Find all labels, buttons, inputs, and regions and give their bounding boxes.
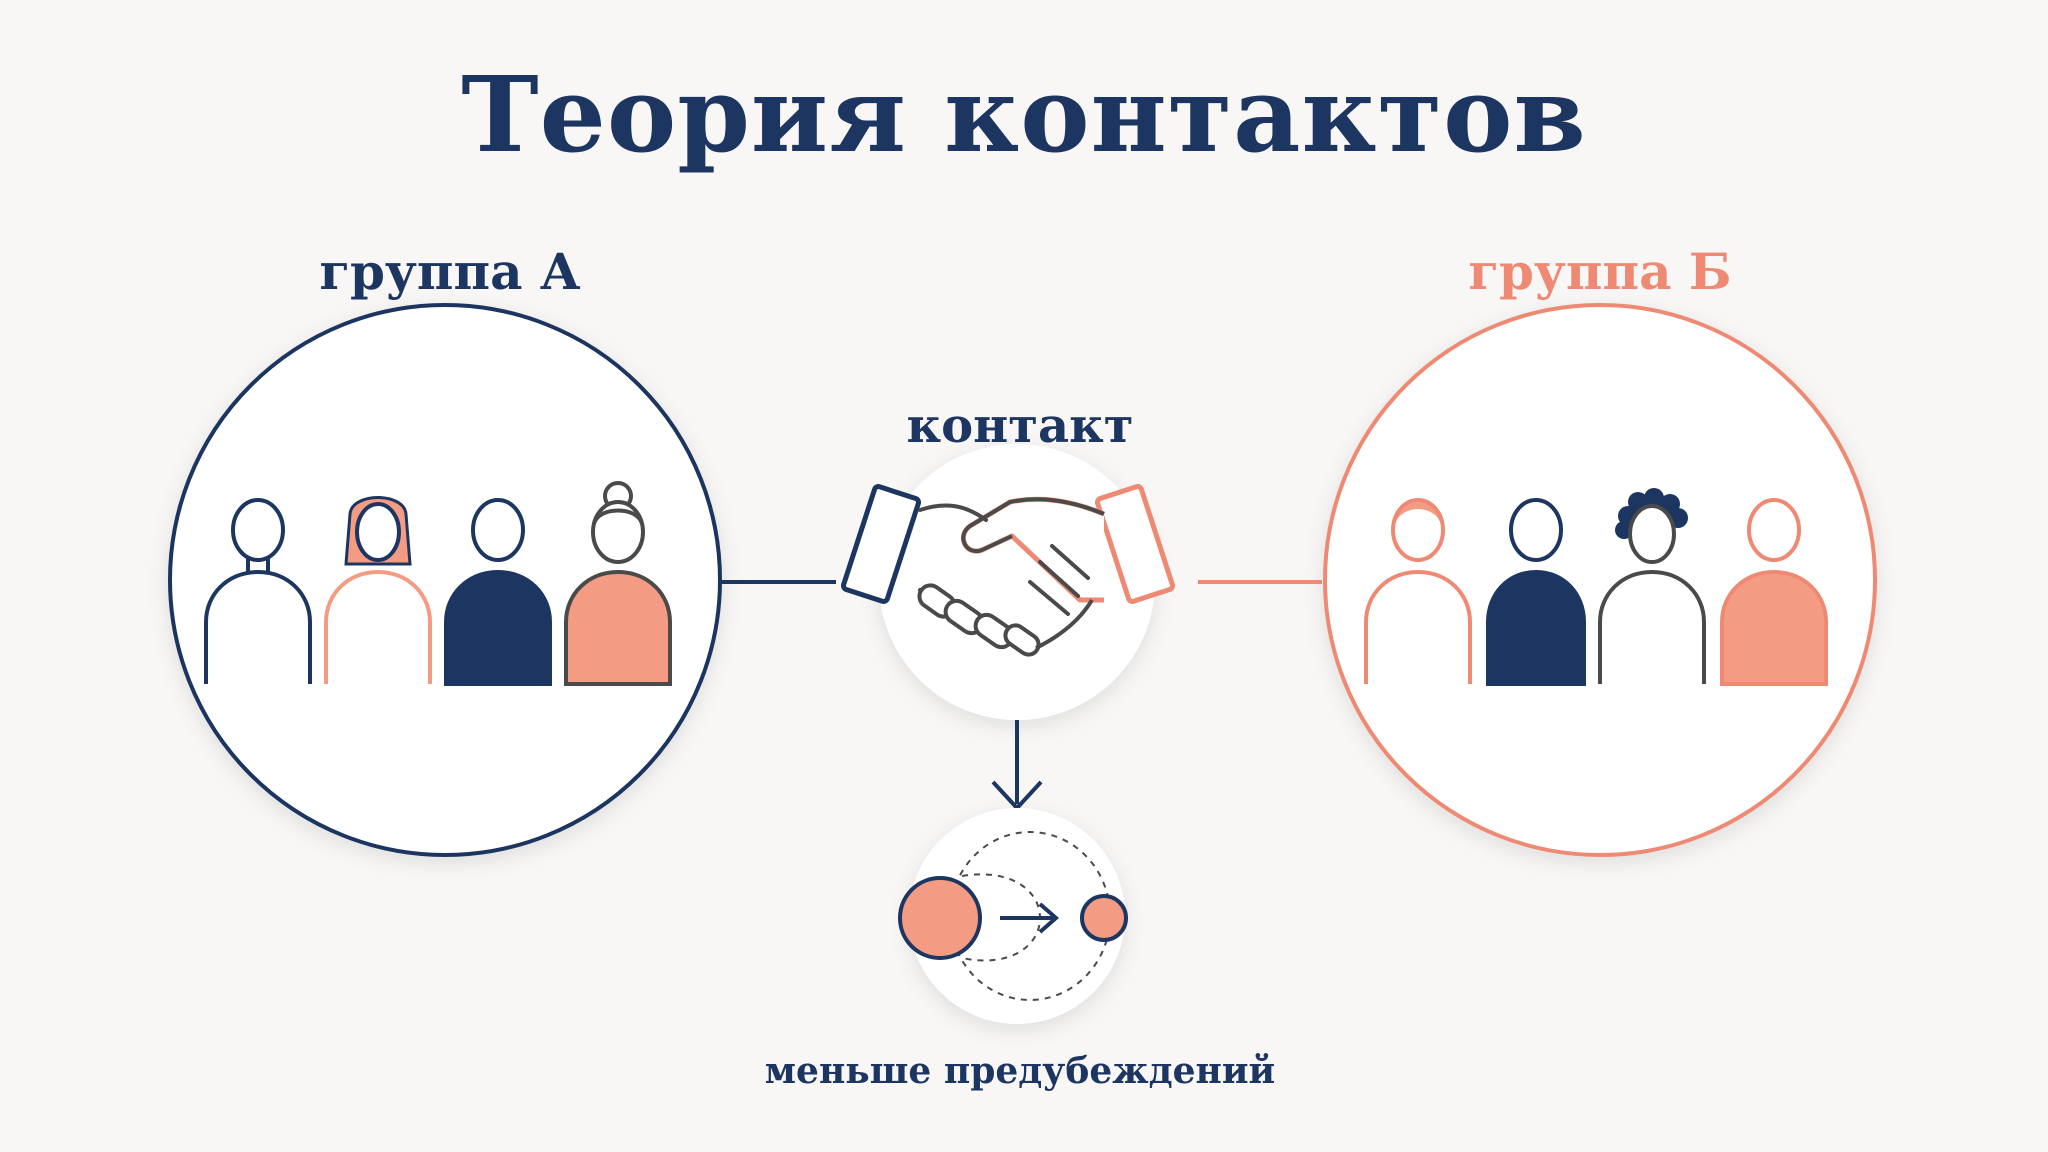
result-label: меньше предубеждений (764, 1050, 1276, 1092)
group-b-people (1364, 488, 1828, 686)
group-a-label: группа А (319, 242, 581, 301)
group-a-circle (168, 303, 722, 857)
person-icon (444, 498, 552, 686)
group-a-people (204, 481, 672, 686)
person-icon (1364, 498, 1472, 684)
arrow-down-icon (991, 720, 1043, 811)
person-icon (1598, 488, 1706, 684)
handshake-disc (879, 444, 1155, 720)
person-icon (204, 498, 312, 684)
person-icon (324, 496, 432, 684)
diagram-title: Теория контактов (461, 53, 1587, 176)
person-icon (564, 481, 672, 686)
shrinking-circles-icon (898, 831, 1128, 1001)
person-icon (1720, 498, 1828, 686)
contact-label: контакт (906, 398, 1134, 454)
person-icon (1486, 498, 1586, 686)
group-b-circle (1323, 303, 1877, 857)
handshake-icon (840, 484, 1176, 657)
group-b-label: группа Б (1468, 242, 1732, 301)
